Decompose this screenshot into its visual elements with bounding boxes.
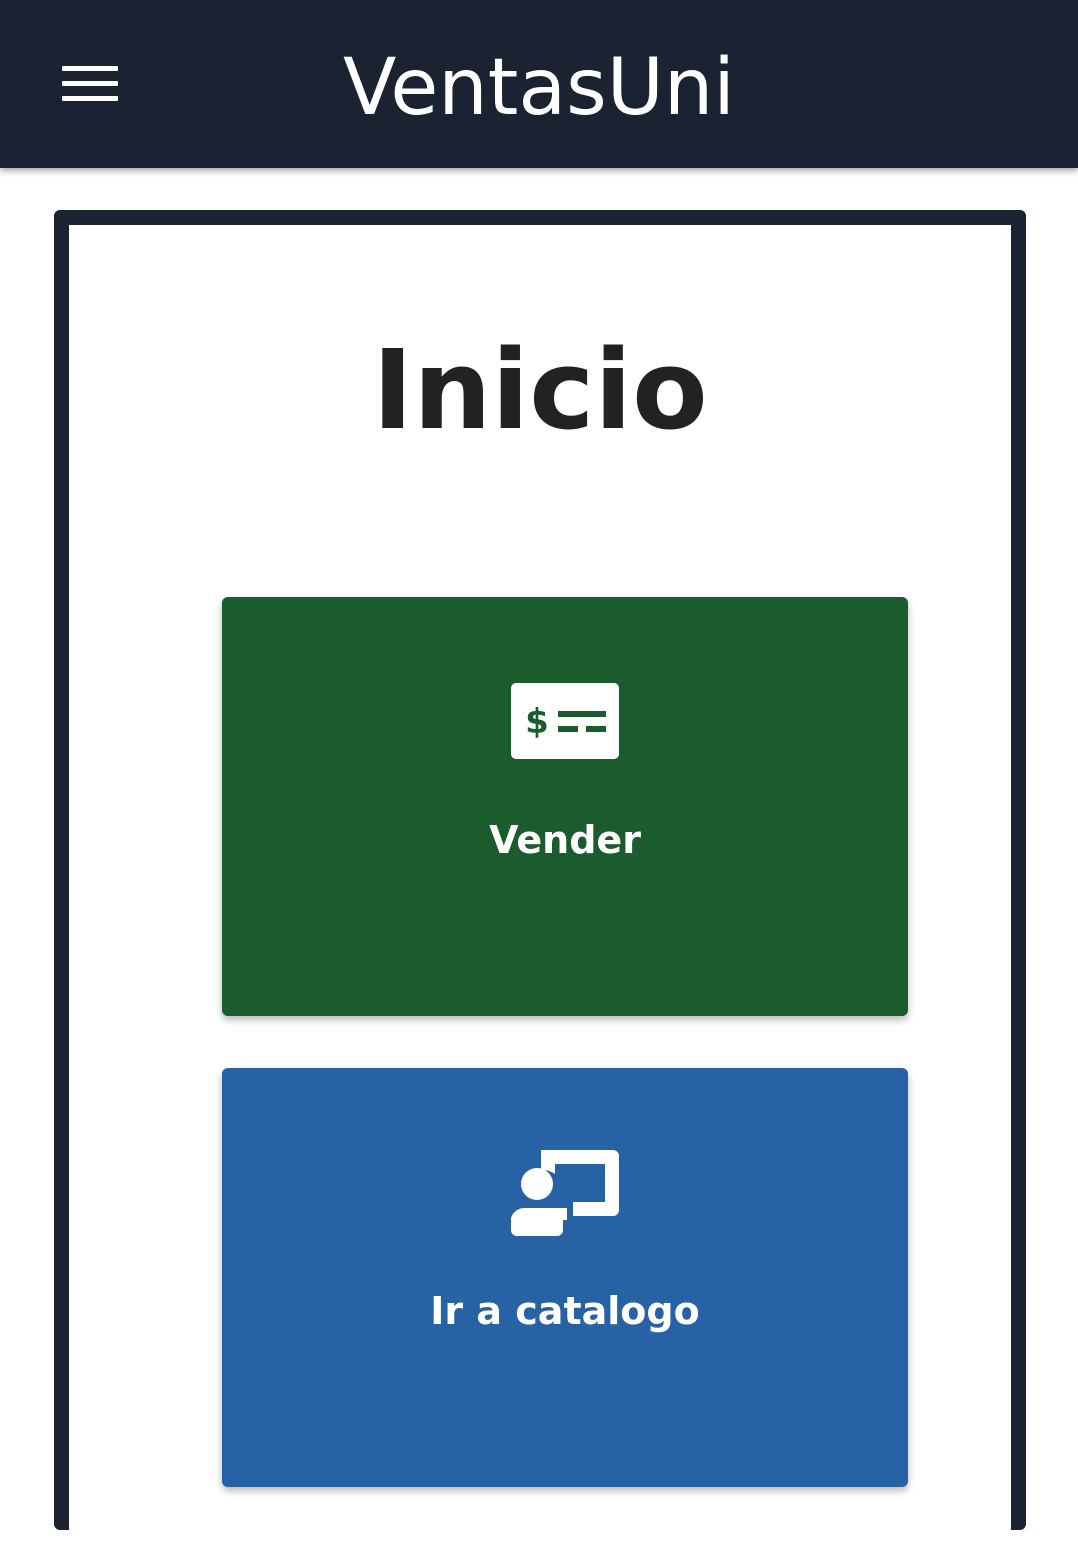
sell-button-label: Vender bbox=[489, 818, 641, 862]
svg-text:$: $ bbox=[525, 702, 549, 742]
menu-bar-top bbox=[62, 66, 118, 71]
catalog-button-label: Ir a catalogo bbox=[430, 1289, 700, 1333]
chalkboard-teacher-icon bbox=[511, 1150, 619, 1236]
sell-button[interactable]: $ Vender bbox=[222, 597, 908, 1016]
app-title: VentasUni bbox=[343, 43, 735, 133]
money-bill-icon: $ bbox=[511, 683, 619, 759]
page-title: Inicio bbox=[372, 326, 708, 454]
menu-bar-bottom bbox=[62, 96, 118, 101]
top-app-bar: VentasUni bbox=[0, 0, 1078, 168]
content-frame: Inicio $ Vender Ir a catalogo bbox=[54, 210, 1026, 1545]
catalog-button[interactable]: Ir a catalogo bbox=[222, 1068, 908, 1487]
hamburger-menu-icon[interactable] bbox=[52, 52, 128, 116]
content-panel: Inicio $ Vender Ir a catalogo bbox=[69, 225, 1011, 1545]
menu-bar-middle bbox=[62, 81, 118, 86]
